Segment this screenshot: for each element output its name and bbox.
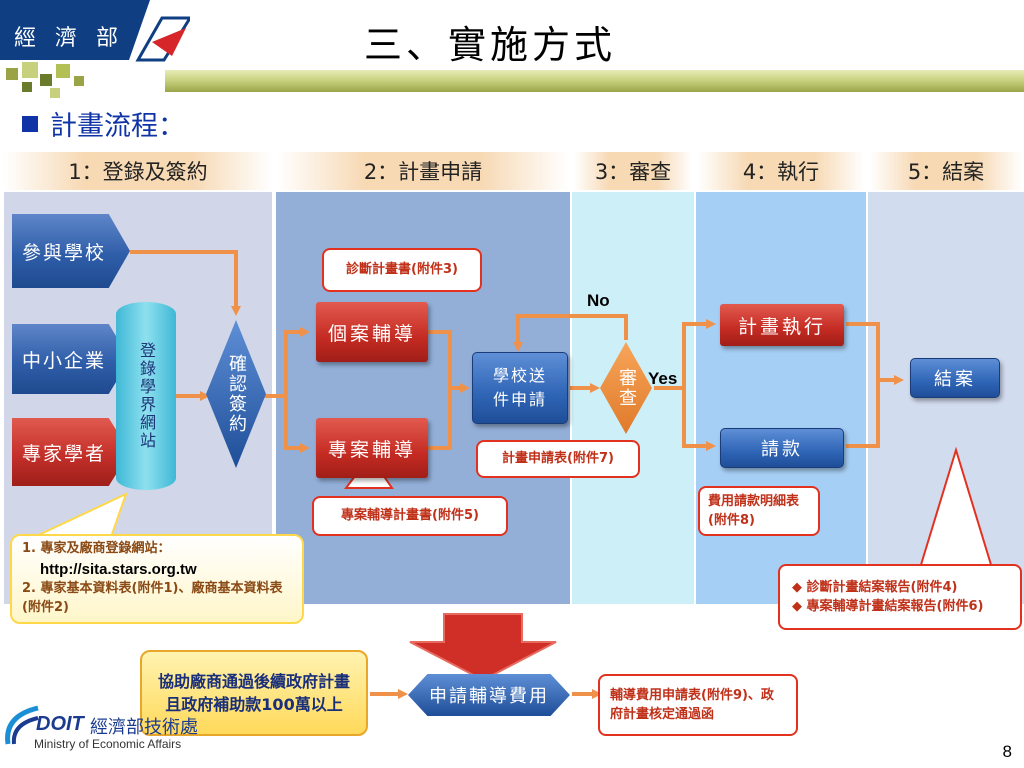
note-line-1: 專家及廠商登錄網站： — [40, 540, 171, 556]
close-reports-label: ◆ 診斷計畫結案報告(附件4) ◆ 專案輔導計畫結案報告(附件6) — [792, 579, 984, 615]
phase-header-1: 1：登錄及簽約 — [4, 152, 272, 190]
close-label: 結案 — [934, 369, 976, 390]
ministry-banner: 經 濟 部 — [0, 0, 150, 60]
header-bar — [165, 70, 1024, 92]
bullet-square-icon — [22, 115, 38, 132]
participant-experts: 專家學者 — [12, 418, 130, 486]
school-submit-box: 學校送件申請 — [472, 352, 568, 424]
section-heading-text: 計畫流程： — [50, 111, 185, 142]
ministry-name: 經 濟 部 — [14, 26, 124, 51]
no-label: No — [587, 291, 610, 310]
footer-doit: DOIT — [36, 713, 84, 735]
section-heading: 計畫流程： — [22, 104, 185, 143]
participant-schools: 參與學校 — [12, 214, 130, 288]
diagnosis-doc-callout: 診斷計畫書(附件3) — [322, 248, 482, 292]
fee-docs-label: 輔導費用申請表(附件9)、政府計畫核定通過函 — [610, 687, 774, 723]
registration-cylinder: 登錄學界網站 — [116, 302, 176, 490]
project-doc-callout: 專案輔導計畫書(附件5) — [312, 496, 508, 536]
case-guidance-box: 個案輔導 — [316, 302, 428, 362]
registration-url[interactable]: http://sita.stars.org.tw — [40, 560, 197, 578]
close-box: 結案 — [910, 358, 1000, 398]
review-label: 審查 — [616, 368, 637, 408]
assist-note-label: 協助廠商通過後續政府計畫且政府補助款100萬以上 — [157, 671, 350, 714]
doit-logo-icon — [5, 705, 39, 745]
footer-dept: 經濟部技術處 — [90, 717, 198, 738]
participant-experts-label: 專家學者 — [21, 442, 106, 465]
down-arrow-icon — [409, 613, 557, 682]
project-guidance-label: 專案輔導 — [327, 438, 416, 461]
expense-form-label: 費用請款明細表(附件8) — [708, 493, 800, 529]
apply-fee-box: 申請輔導費用 — [408, 674, 570, 716]
registration-label: 登錄學界網站 — [137, 342, 156, 450]
assist-note: 協助廠商通過後續政府計畫且政府補助款100萬以上 — [140, 650, 368, 736]
project-guidance-box: 專案輔導 — [316, 418, 428, 478]
apply-fee-label: 申請輔導費用 — [429, 686, 549, 707]
phase-header-2: 2：計畫申請 — [278, 152, 568, 190]
participant-sme-label: 中小企業 — [21, 349, 106, 372]
registration-note: 1. 專家及廠商登錄網站： http://sita.stars.org.tw 2… — [10, 534, 304, 624]
ministry-logo-icon — [135, 16, 190, 62]
phase-column-5 — [868, 192, 1024, 604]
request-payment-label: 請款 — [761, 439, 803, 460]
plan-form-label: 計畫申請表(附件7) — [502, 451, 614, 467]
project-doc-label: 專案輔導計畫書(附件5) — [341, 508, 479, 524]
fee-docs-callout: 輔導費用申請表(附件9)、政府計畫核定通過函 — [598, 674, 798, 736]
page-title: 三、實施方式 — [364, 23, 617, 67]
phase-header-5: 5：結案 — [870, 152, 1022, 190]
footer-english: Ministry of Economic Affairs — [34, 737, 182, 751]
plan-form-callout: 計畫申請表(附件7) — [476, 440, 640, 478]
phase-header-3: 3：審查 — [574, 152, 692, 190]
participant-schools-label: 參與學校 — [21, 241, 106, 264]
confirm-sign-label: 確認簽約 — [226, 354, 247, 434]
expense-form-callout: 費用請款明細表(附件8) — [698, 486, 820, 536]
phase-header-4: 4：執行 — [698, 152, 864, 190]
case-guidance-label: 個案輔導 — [327, 322, 416, 345]
diagnosis-doc-label: 診斷計畫書(附件3) — [346, 262, 458, 278]
school-submit-label: 學校送件申請 — [492, 366, 547, 409]
note-num-2: 2. — [22, 581, 36, 597]
plan-exec-label: 計畫執行 — [737, 315, 826, 338]
page-number: 8 — [1002, 742, 1012, 761]
plan-exec-box: 計畫執行 — [720, 304, 844, 346]
header-decoration — [6, 62, 84, 98]
request-payment-box: 請款 — [720, 428, 844, 468]
close-reports-callout: ◆ 診斷計畫結案報告(附件4) ◆ 專案輔導計畫結案報告(附件6) — [778, 564, 1022, 630]
note-line-2: 專家基本資料表(附件1)、廠商基本資料表(附件2) — [22, 581, 283, 616]
yes-label: Yes — [648, 369, 678, 388]
participant-sme: 中小企業 — [12, 324, 130, 394]
phase-column-4 — [696, 192, 866, 604]
note-num-1: 1. — [22, 540, 36, 556]
